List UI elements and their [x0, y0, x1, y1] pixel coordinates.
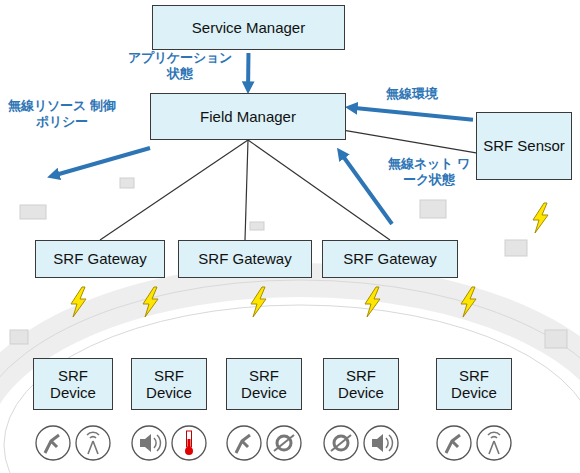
- device-icon: [267, 426, 301, 460]
- device-box: SRF Device: [323, 358, 399, 410]
- device-box: SRF Device: [226, 358, 302, 410]
- box-label: Service Manager: [192, 19, 305, 36]
- device-icon: [172, 426, 206, 460]
- wireless-bolt: [71, 287, 86, 317]
- flow-label: 無線環境: [362, 86, 462, 102]
- box-label: SRF Gateway: [198, 250, 291, 267]
- machine-shape: [420, 200, 446, 218]
- flow-arrow: [350, 108, 473, 120]
- wireless-bolt: [533, 203, 548, 233]
- machine-shape: [120, 178, 134, 188]
- annotation-arrows: [52, 148, 392, 224]
- box-label: SRF Gateway: [343, 250, 436, 267]
- gateway-box: SRF Gateway: [35, 240, 165, 278]
- device-icon: [76, 426, 110, 460]
- device-box: SRF Device: [131, 358, 207, 410]
- device-icon: [36, 426, 70, 460]
- flow-label: 無線リソース 制御ポリシー: [6, 98, 118, 129]
- machine-shape: [545, 330, 567, 348]
- sensor-box: SRF Sensor: [476, 112, 572, 180]
- box-label: SRF Device: [329, 367, 393, 402]
- manager-box: Field Manager: [150, 93, 346, 140]
- box-label: SRF Gateway: [53, 250, 146, 267]
- wireless-bolt: [365, 287, 380, 317]
- gateway-box: SRF Gateway: [178, 240, 312, 278]
- network-link: [245, 140, 248, 240]
- network-link: [346, 131, 476, 153]
- wireless-bolt: [143, 287, 158, 317]
- conveyor-edge: [4, 305, 580, 473]
- box-label: Field Manager: [200, 108, 296, 125]
- device-box: SRF Device: [436, 358, 512, 410]
- box-label: SRF Device: [232, 367, 296, 402]
- device-icon: [132, 426, 166, 460]
- box-label: SRF Device: [442, 367, 506, 402]
- machine-shape: [20, 205, 46, 219]
- flow-label: アプリケーション 状態: [124, 50, 236, 81]
- gateway-box: SRF Gateway: [322, 240, 458, 278]
- machine-shape: [10, 330, 28, 344]
- flow-arrow: [246, 53, 250, 89]
- conveyor-background: [0, 178, 580, 473]
- device-icon: [477, 426, 511, 460]
- device-box: SRF Device: [33, 358, 113, 410]
- conveyor-band: [0, 280, 580, 473]
- network-link: [100, 140, 248, 240]
- device-icons: [36, 426, 511, 460]
- policy-arrow: [52, 148, 150, 176]
- box-label: SRF Device: [137, 367, 201, 402]
- device-icon: [227, 426, 261, 460]
- network-link: [248, 140, 390, 240]
- flow-label: 無線ネット ワーク状態: [384, 156, 474, 187]
- device-icon: [364, 426, 398, 460]
- wireless-bolt: [461, 287, 476, 317]
- box-label: SRF Device: [39, 367, 107, 402]
- conveyor-edge: [0, 280, 580, 473]
- device-icon: [437, 426, 471, 460]
- device-icon: [324, 426, 358, 460]
- box-label: SRF Sensor: [483, 137, 565, 154]
- network-state-arrow: [340, 152, 392, 224]
- machine-shape: [505, 240, 527, 256]
- machine-shape: [250, 222, 264, 230]
- wireless-bolt: [251, 287, 266, 317]
- manager-box: Service Manager: [152, 5, 345, 50]
